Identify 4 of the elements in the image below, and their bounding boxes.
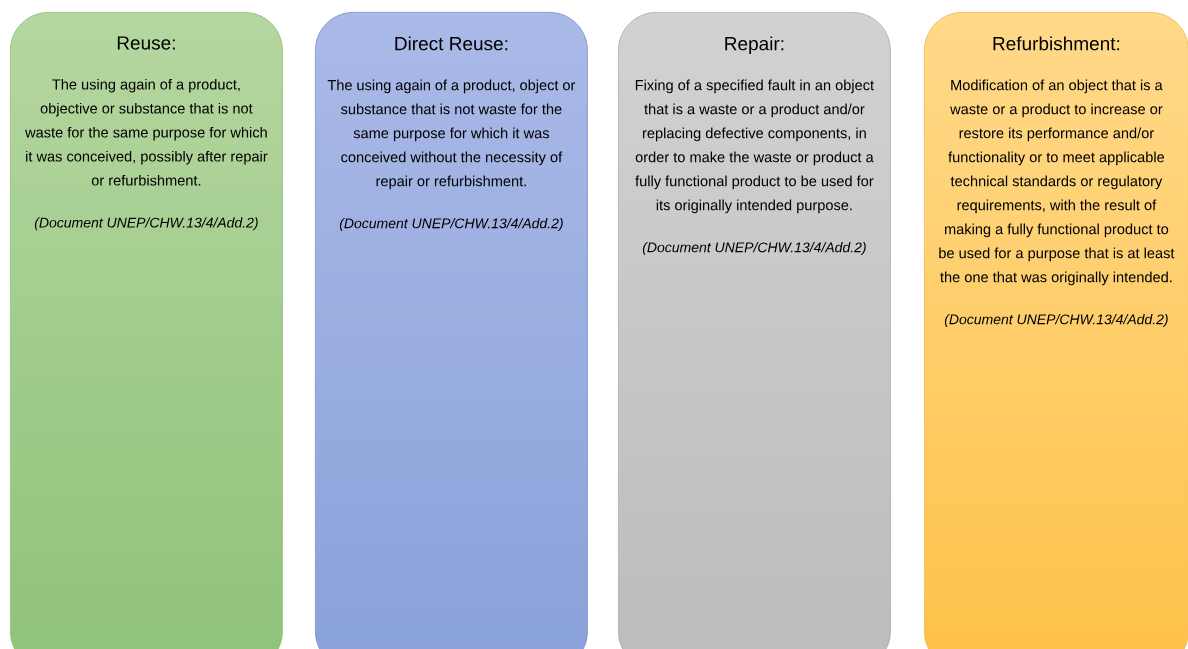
definition-card: Reuse: The using again of a product, objective or substance that is not waste for the same purpose for which it was conceived, possibly after repair or refurbishment. (Document UNEP/CHW.13/4/Add.2) <box>10 12 283 649</box>
definition-card: Repair: Fixing of a specified fault in an object that is a waste or a product and/or replacing defective components, in order to make the waste or product a fully functional product to be used for its originally intended purpose. (Document UNEP/CHW.13/4/Add.2) <box>618 12 891 649</box>
definition-card: Direct Reuse: The using again of a product, object or substance that is not waste for the same purpose for which it was conceived without the necessity of repair or refurbishment. (Document UNEP/CHW.13/4/Add.2) <box>315 12 588 649</box>
definition-card: Refurbishment: Modification of an object that is a waste or a product to increase or restore its performance and/or functionality or to meet applicable technical standards or regulatory requirements, with the result of making a fully functional product to be used for a purpose that is at least the one that was originally intended. (Document UNEP/CHW.13/4/Add.2) <box>924 12 1188 649</box>
